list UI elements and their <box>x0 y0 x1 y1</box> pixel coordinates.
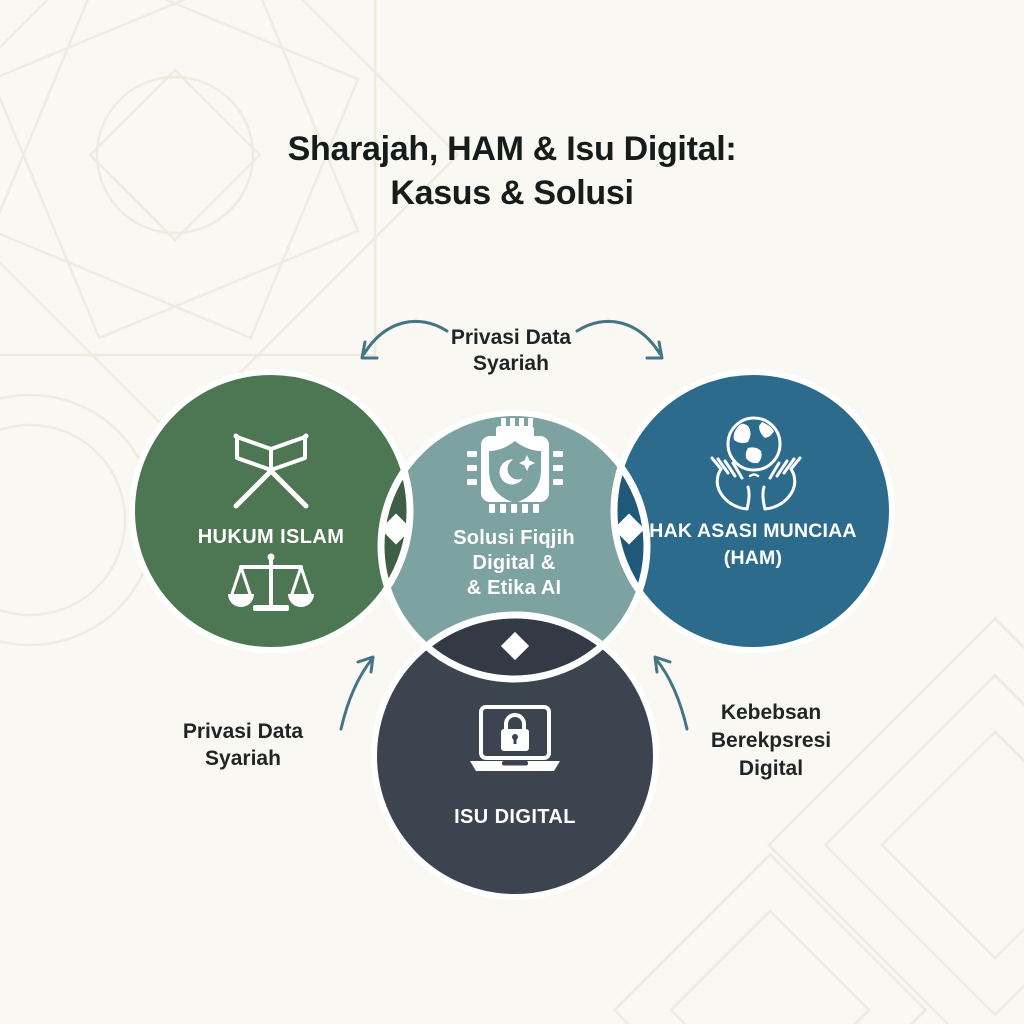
center-circle-label-line-3: & Etika AI <box>467 577 562 599</box>
page-title: Sharajah, HAM & Isu Digital: Kasus & Sol… <box>288 130 737 212</box>
arrow-top-right-icon <box>575 319 664 360</box>
right-circle-label-line-1: HAK ASASI MUNCIAA <box>649 520 856 542</box>
annotation-bottom-left-line-2: Syariah <box>205 747 281 770</box>
title-line-2: Kasus & Solusi <box>390 174 633 212</box>
circle-ham <box>611 369 895 653</box>
arrow-bottom-right-icon <box>653 655 689 731</box>
chip-shield-icon <box>467 418 563 513</box>
right-circle-label-line-2: (HAM) <box>724 547 782 569</box>
scales-icon <box>228 553 314 611</box>
background-pattern-bottom-right <box>612 616 1024 1024</box>
annotation-bottom-right-line-2: Berekpsresi <box>711 729 831 752</box>
laptop-lock-icon <box>470 705 560 771</box>
arrow-top-left-icon <box>360 319 449 360</box>
annotation-top: Privasi Data Syariah <box>451 326 572 375</box>
annotation-bottom-left: Privasi Data Syariah <box>183 720 304 770</box>
center-circle-label-line-1: Solusi Fiqjih <box>453 527 575 549</box>
overlap-bottom-lens <box>377 611 651 683</box>
left-circle-label: HUKUM ISLAM <box>198 526 345 548</box>
title-line-1: Sharajah, HAM & Isu Digital: <box>288 130 737 168</box>
annotation-top-line-2: Syariah <box>473 352 549 375</box>
bottom-circle-label: ISU DIGITAL <box>454 806 576 828</box>
overlap-left-lens <box>377 409 414 654</box>
quran-icon <box>233 433 309 509</box>
annotation-bottom-right-line-1: Kebebsan <box>721 701 821 724</box>
diamond-bottom-icon <box>500 631 530 661</box>
center-circle-label-line-2: Digital & <box>473 552 556 574</box>
arrow-bottom-left-icon <box>339 655 375 731</box>
globe-hands-icon <box>710 416 802 511</box>
background-pattern-top-left <box>0 0 460 440</box>
annotation-bottom-right-line-3: Digital <box>739 757 803 780</box>
annotation-top-line-1: Privasi Data <box>451 326 572 349</box>
annotation-bottom-left-line-1: Privasi Data <box>183 720 304 743</box>
overlap-right-lens <box>610 409 651 654</box>
annotation-bottom-right: Kebebsan Berekpsresi Digital <box>711 701 831 780</box>
